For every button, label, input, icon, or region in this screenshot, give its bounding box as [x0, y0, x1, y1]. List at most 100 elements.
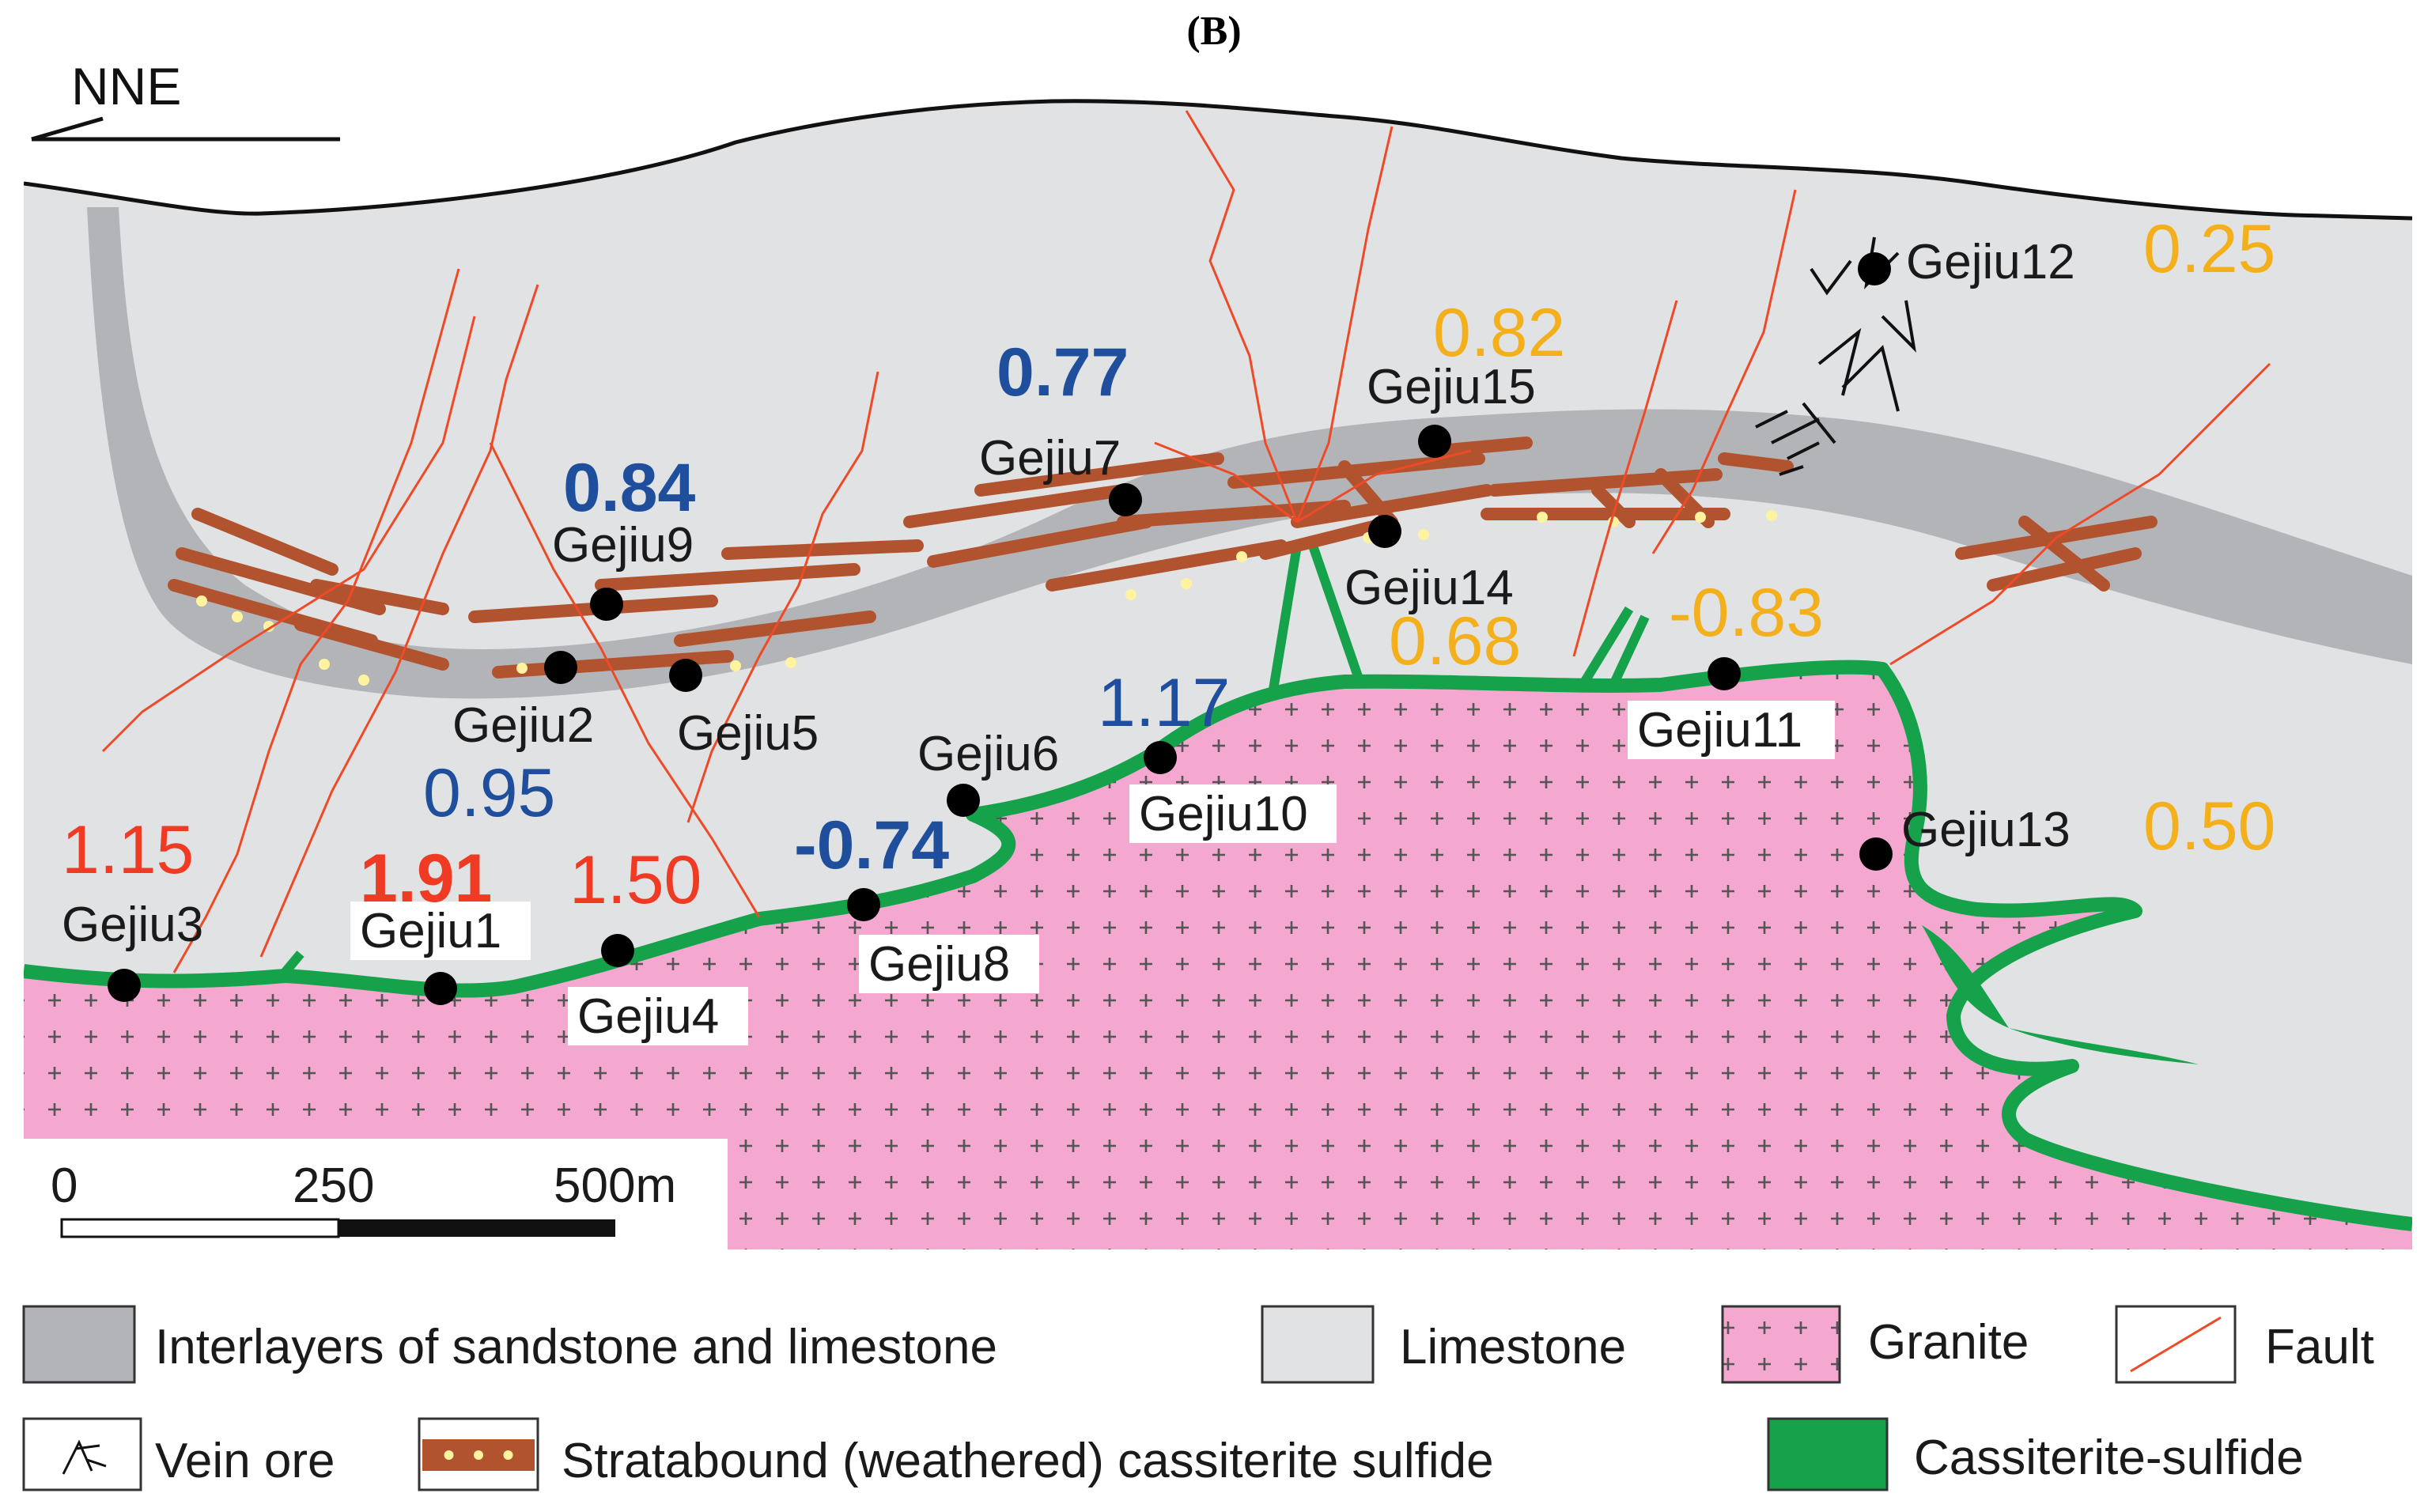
site-label: Gejiu11	[1637, 703, 1802, 758]
direction-indicator: NNE	[31, 57, 340, 142]
legend: Interlayers of sandstone and limestone Li…	[22, 1305, 2374, 1491]
scale-bar-black	[338, 1219, 615, 1237]
site-gejiu1: Gejiu11.91	[350, 841, 531, 1005]
legend-label: Interlayers of sandstone and limestone	[155, 1320, 997, 1374]
site-label: Gejiu15	[1367, 360, 1536, 414]
site-gejiu5: Gejiu5 0.95	[423, 659, 819, 831]
site-dot	[601, 934, 634, 967]
site-gejiu4: Gejiu4 1.50	[568, 842, 748, 1045]
site-label: Gejiu2	[452, 698, 594, 753]
site-label-bg	[1129, 784, 1337, 843]
interlayers-band	[87, 207, 2412, 699]
legend-swatch	[1721, 1305, 1841, 1384]
site-label: Gejiu4	[577, 989, 719, 1044]
legend-swatch	[22, 1417, 142, 1491]
site-value: 1.15	[62, 812, 194, 888]
legend-item-cassiterite: Cassiterite-sulfide	[1767, 1417, 2304, 1491]
site-dot	[1418, 425, 1451, 458]
site-label-bg	[859, 935, 1039, 993]
legend-swatch	[1261, 1305, 1375, 1384]
site-dot	[1858, 252, 1891, 285]
cassiterite-veinlets	[281, 544, 1650, 976]
topography-line	[24, 99, 2412, 221]
site-label: Gejiu7	[979, 431, 1121, 486]
site-label: Gejiu13	[1901, 803, 2071, 857]
site-dot	[1368, 515, 1401, 548]
site-dot	[590, 588, 623, 621]
site-dot	[1144, 741, 1177, 774]
site-dot	[847, 888, 880, 921]
faults	[101, 110, 2271, 973]
site-value: 1.91	[360, 841, 492, 917]
site-label: Gejiu3	[62, 898, 203, 952]
site-label: Gejiu12	[1906, 235, 2075, 289]
site-label: Gejiu9	[552, 518, 694, 573]
site-value: 1.50	[569, 842, 702, 918]
site-gejiu7: Gejiu7 0.77	[979, 335, 1142, 516]
site-gejiu10: Gejiu10 1.17	[1098, 665, 1337, 843]
legend-item-interlayers: Interlayers of sandstone and limestone	[22, 1305, 997, 1384]
legend-swatch	[1767, 1417, 1889, 1491]
site-value: -0.74	[794, 807, 949, 883]
site-value: -0.83	[1669, 575, 1824, 651]
site-dot	[947, 784, 980, 817]
direction-label: NNE	[71, 57, 181, 115]
vein-ore-icon	[62, 1439, 107, 1475]
site-label: Gejiu6	[917, 727, 1059, 781]
site-dot	[1109, 483, 1142, 516]
legend-label: Granite	[1868, 1315, 2029, 1370]
panel-label: (B)	[1186, 9, 1242, 54]
site-label-bg	[1628, 701, 1835, 759]
scale-tick-250: 250	[293, 1159, 374, 1213]
legend-label: Cassiterite-sulfide	[1914, 1431, 2304, 1485]
scale-tick-0: 0	[51, 1159, 78, 1213]
site-gejiu12: Gejiu12 0.25	[1858, 211, 2275, 289]
site-gejiu11: Gejiu11 -0.83	[1628, 575, 1835, 759]
site-gejiu8: Gejiu8 -0.74	[794, 807, 1039, 993]
site-value: 0.77	[997, 335, 1129, 410]
legend-label: Fault	[2265, 1320, 2374, 1374]
site-value: 0.25	[2143, 211, 2275, 287]
site-label: Gejiu5	[677, 706, 819, 761]
site-label-bg	[568, 987, 748, 1045]
legend-item-vein: Vein ore	[22, 1417, 335, 1491]
site-label-bg	[350, 902, 531, 960]
scale-bar: 0 250 500m	[51, 1159, 676, 1238]
legend-label: Limestone	[1400, 1320, 1626, 1374]
scale-bar-white	[60, 1218, 340, 1238]
site-value: 0.84	[563, 450, 696, 526]
cassiterite-tongue	[1922, 925, 2199, 1064]
legend-item-granite: Granite	[1721, 1305, 2029, 1384]
fault-icon	[2130, 1316, 2222, 1373]
site-gejiu6: Gejiu6	[917, 727, 1059, 817]
site-label: Gejiu10	[1139, 787, 1308, 841]
sample-sites: Gejiu11.91Gejiu2Gejiu31.15Gejiu41.50Geji…	[62, 211, 2275, 1045]
site-value: 0.50	[2143, 788, 2275, 864]
legend-item-stratabound: Stratabound (weathered) cassiterite sulf…	[418, 1417, 1494, 1491]
site-gejiu3: Gejiu3 1.15	[62, 812, 203, 1002]
scale-tick-500m: 500m	[554, 1159, 676, 1213]
site-value: 1.17	[1098, 665, 1230, 741]
site-value: 0.82	[1433, 295, 1565, 371]
legend-item-limestone: Limestone	[1261, 1305, 1626, 1384]
site-dot	[669, 659, 702, 692]
legend-label: Stratabound (weathered) cassiterite sulf…	[562, 1434, 1494, 1488]
legend-item-fault: Fault	[2115, 1305, 2374, 1384]
site-dot	[544, 651, 577, 684]
legend-swatch	[22, 1305, 136, 1384]
site-label: Gejiu8	[868, 937, 1010, 992]
site-dot	[424, 972, 457, 1005]
site-label: Gejiu1	[360, 904, 501, 958]
site-dot	[108, 969, 141, 1002]
legend-label: Vein ore	[155, 1434, 335, 1488]
granite-body	[24, 667, 2412, 1249]
site-value: 0.95	[423, 755, 555, 831]
site-value: 0.68	[1389, 603, 1521, 679]
site-label: Gejiu14	[1344, 561, 1514, 615]
site-gejiu2: Gejiu2	[452, 651, 594, 753]
site-gejiu13: Gejiu13 0.50	[1859, 788, 2275, 871]
